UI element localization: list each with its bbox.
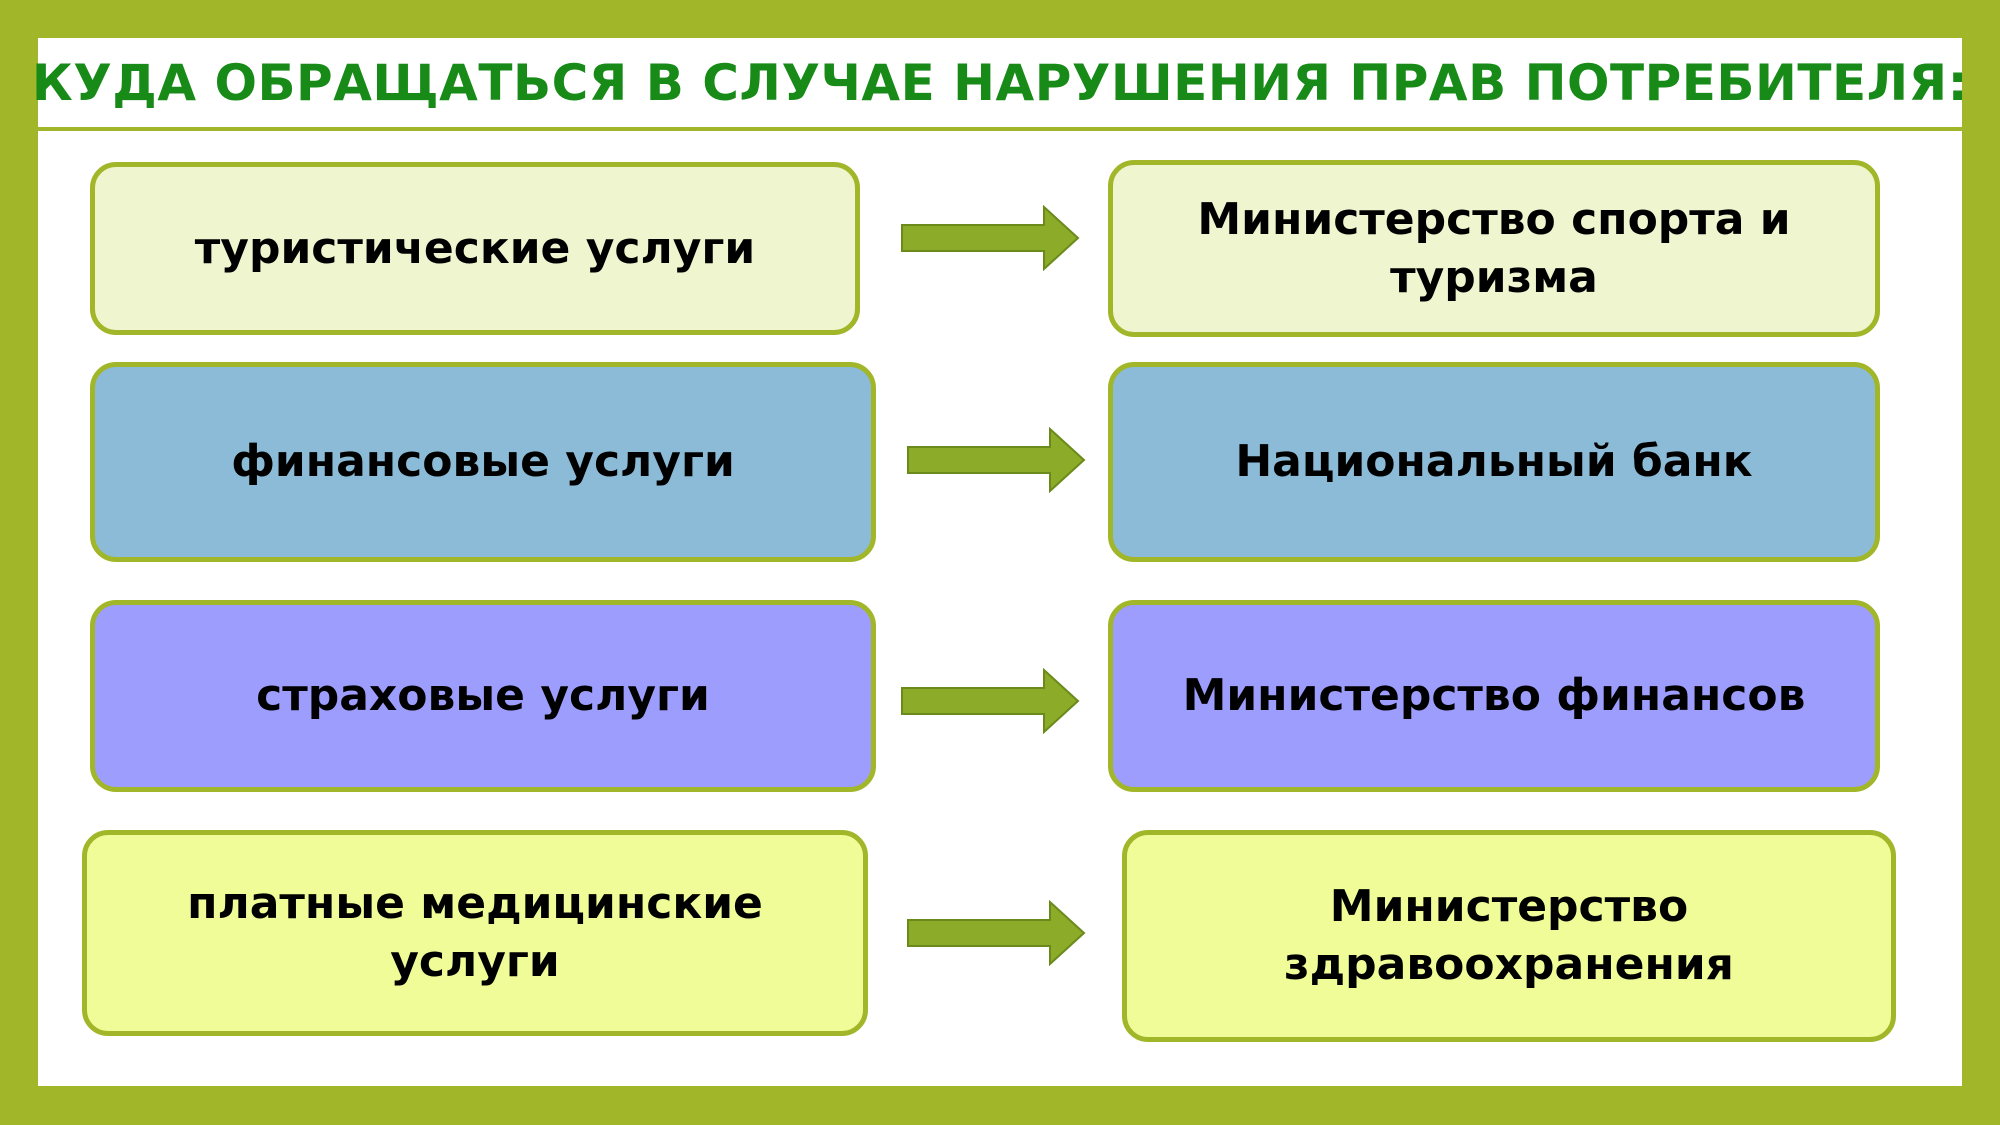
authority-label: Национальный банк [1235, 436, 1753, 487]
service-box-insurance: страховые услуги [90, 600, 876, 792]
authority-label: Министерство спорта и туризма [1197, 193, 1791, 303]
arrow-right-icon [901, 205, 1080, 271]
slide: КУДА ОБРАЩАТЬСЯ В СЛУЧАЕ НАРУШЕНИЯ ПРАВ … [31, 38, 1969, 1086]
service-label: платные медицинские услуги [187, 878, 763, 987]
service-box-finance: финансовые услуги [90, 362, 876, 562]
authority-box-ministry-finance: Министерство финансов [1108, 600, 1880, 792]
authority-label: Министерство финансов [1182, 670, 1806, 721]
authority-box-national-bank: Национальный банк [1108, 362, 1880, 562]
arrow-right-icon [907, 427, 1086, 493]
authority-box-ministry-health: Министерство здравоохранения [1122, 830, 1896, 1042]
authority-label: Министерство здравоохранения [1284, 881, 1734, 990]
arrow-right-icon [907, 900, 1086, 966]
service-label: страховые услуги [256, 670, 710, 721]
title-divider [38, 127, 1962, 131]
arrow-right-icon [901, 668, 1080, 734]
service-label: финансовые услуги [231, 436, 735, 487]
authority-box-sport-tourism: Министерство спорта и туризма [1108, 160, 1880, 337]
service-box-tourism: туристические услуги [90, 162, 860, 335]
service-box-medical: платные медицинские услуги [82, 830, 868, 1036]
service-label: туристические услуги [194, 222, 756, 274]
page-title: КУДА ОБРАЩАТЬСЯ В СЛУЧАЕ НАРУШЕНИЯ ПРАВ … [31, 54, 1969, 112]
